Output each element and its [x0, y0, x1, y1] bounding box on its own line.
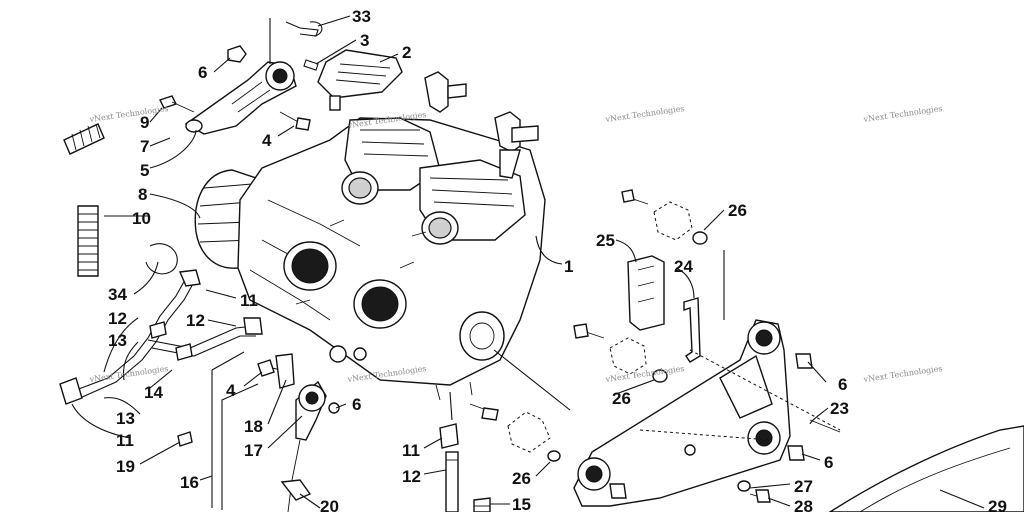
callout-labels: 33 3 2 6 9 7 4 5 8 10 1 26 25 24 34 11 1…: [108, 7, 1007, 512]
watermark-text: vNext Technologies: [862, 104, 943, 124]
engine-assembly: [194, 71, 571, 411]
watermark-text: vNext Technologies: [862, 364, 943, 384]
callout-11: 11: [402, 441, 420, 460]
callout-20: 20: [320, 497, 339, 512]
callout-33: 33: [352, 7, 371, 26]
callout-16: 16: [180, 473, 199, 492]
callout-6: 6: [198, 63, 207, 82]
callout-6: 6: [838, 375, 847, 394]
callout-11: 11: [240, 291, 258, 310]
callout-26: 26: [512, 469, 531, 488]
callout-15: 15: [512, 495, 531, 512]
callout-17: 17: [244, 441, 263, 460]
mount-plate-assembly: [573, 189, 841, 507]
watermark-text: vNext Technologies: [88, 104, 169, 124]
callout-4: 4: [262, 131, 272, 150]
callout-3: 3: [360, 31, 369, 50]
callout-25: 25: [596, 231, 615, 250]
leader-lines: [71, 15, 985, 509]
callout-6: 6: [352, 395, 361, 414]
callout-34: 34: [108, 285, 127, 304]
callout-7: 7: [140, 137, 149, 156]
chaincase-housing: [828, 425, 1024, 512]
callout-26: 26: [728, 201, 747, 220]
callout-10: 10: [132, 209, 151, 228]
callout-8: 8: [138, 185, 147, 204]
callout-2: 2: [402, 43, 411, 62]
callout-28: 28: [794, 497, 813, 512]
callout-1: 1: [564, 257, 573, 276]
callout-6: 6: [824, 453, 833, 472]
callout-26: 26: [612, 389, 631, 408]
callout-14: 14: [144, 383, 163, 402]
callout-13: 13: [108, 331, 127, 350]
center-lower-parts: [439, 391, 561, 512]
watermark-text: vNext Technologies: [604, 104, 685, 124]
callout-5: 5: [140, 161, 149, 180]
callout-29: 29: [988, 497, 1007, 512]
callout-23: 23: [830, 399, 849, 418]
callout-12: 12: [402, 467, 421, 486]
callout-12: 12: [186, 311, 205, 330]
watermark-text: vNext Technologies: [88, 364, 169, 384]
callout-18: 18: [244, 417, 263, 436]
callout-13: 13: [116, 409, 135, 428]
callout-4: 4: [226, 381, 236, 400]
callout-27: 27: [794, 477, 813, 496]
callout-11: 11: [116, 431, 134, 450]
fuel-lines: [59, 269, 263, 405]
callout-9: 9: [140, 113, 149, 132]
rear-engine-mount: [177, 351, 340, 512]
callout-19: 19: [116, 457, 135, 476]
callout-12: 12: [108, 309, 127, 328]
callout-24: 24: [674, 257, 693, 276]
